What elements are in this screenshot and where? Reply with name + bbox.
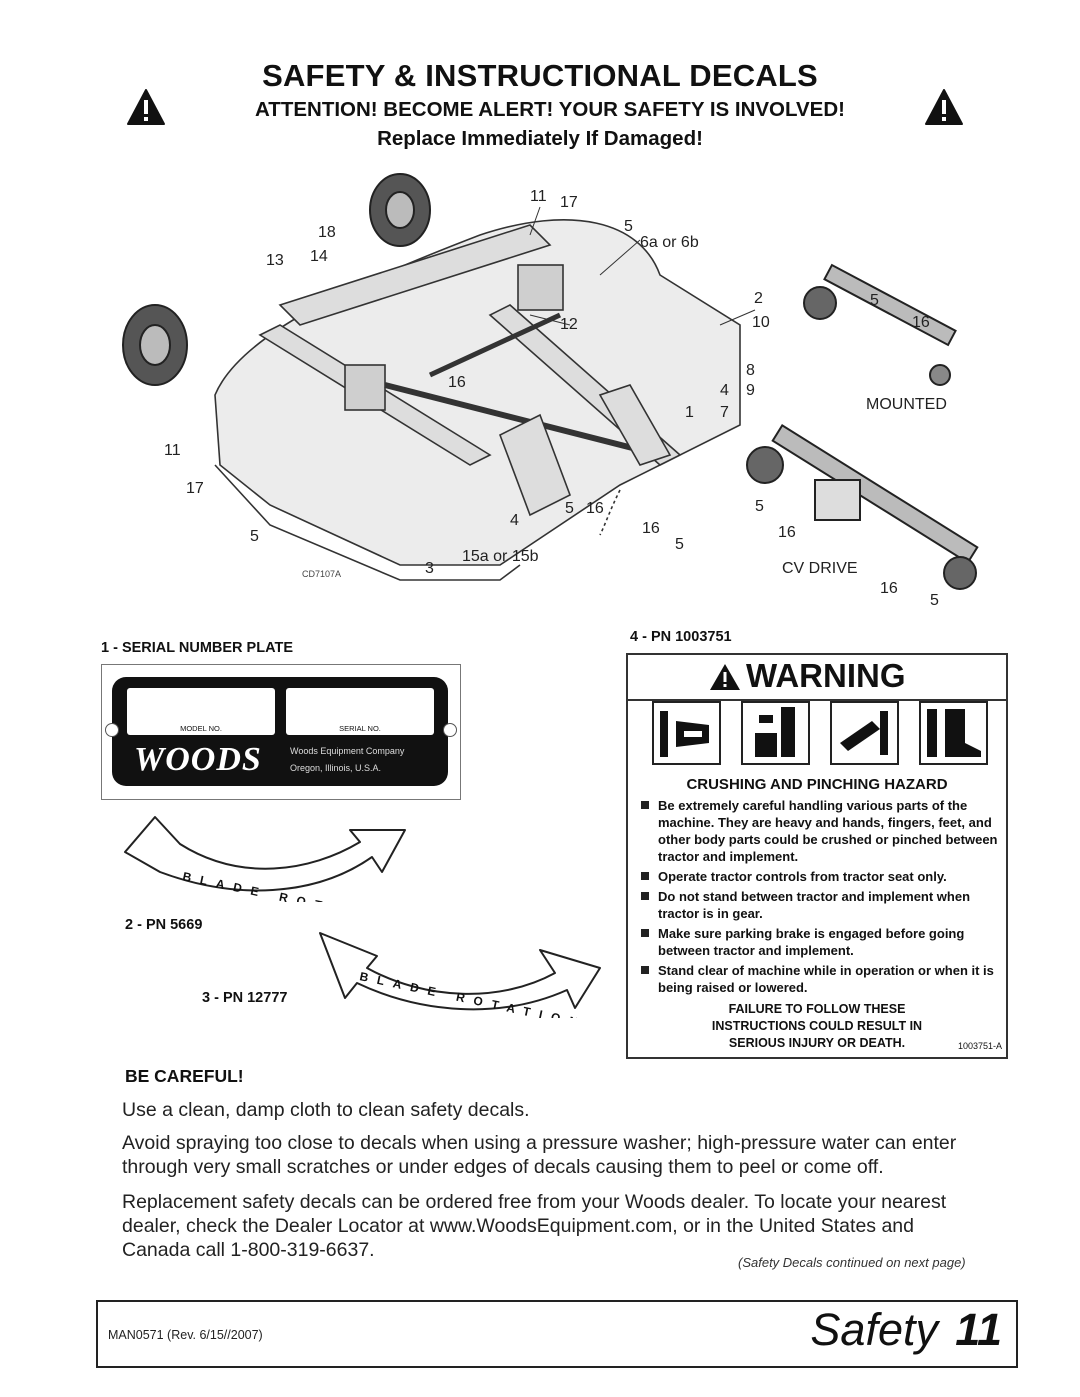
callout-8: 8 xyxy=(746,362,755,379)
callout-10: 10 xyxy=(752,314,770,331)
callout-5: 5 xyxy=(930,592,939,609)
decal1-heading: 1 - SERIAL NUMBER PLATE xyxy=(101,640,294,656)
callout-1: 1 xyxy=(685,404,694,421)
warning-title: WARNING xyxy=(746,657,906,694)
callout-16: 16 xyxy=(448,374,466,391)
model-no-label: MODEL NO. xyxy=(180,724,222,733)
callout-16: 16 xyxy=(912,314,930,331)
callout-7: 7 xyxy=(720,404,729,421)
callout-5: 5 xyxy=(755,498,764,515)
mower-diagram: 11 17 5 6a or 6b 18 13 14 2 10 12 8 4 9 … xyxy=(122,173,979,609)
callout-16: 16 xyxy=(880,580,898,597)
hazard-bullet-list: Be extremely careful handling various pa… xyxy=(638,797,998,999)
figure-code: CD7107A xyxy=(302,569,341,579)
replace-subtitle: Replace Immediately If Damaged! xyxy=(377,127,703,150)
mount-hole xyxy=(443,723,457,737)
care-paragraph-2: Avoid spraying too close to decals when … xyxy=(122,1132,957,1178)
page-footer: MAN0571 (Rev. 6/15//2007) Safety 11 xyxy=(96,1300,1018,1368)
hazard-bullet: Be extremely careful handling various pa… xyxy=(638,797,998,865)
callout-2: 2 xyxy=(754,290,763,307)
plate-body: MODEL NO. SERIAL NO. WOODS Woods Equipme… xyxy=(112,677,448,786)
foot-crush-pictogram-icon xyxy=(919,701,988,765)
callout-16: 16 xyxy=(778,524,796,541)
callout-5: 5 xyxy=(624,218,633,235)
callout-4: 4 xyxy=(720,382,729,399)
callout-18: 18 xyxy=(318,224,336,241)
callout-4: 4 xyxy=(510,512,519,529)
section-name: Safety xyxy=(810,1304,938,1355)
callout-11: 11 xyxy=(530,188,547,205)
callout-5: 5 xyxy=(565,500,574,517)
callout-16: 16 xyxy=(642,520,660,537)
boot-crush-pictogram-icon xyxy=(741,701,810,765)
warning-triangle-icon xyxy=(710,664,740,690)
blade-rotation-decal-3: BLADE ROTATION xyxy=(319,932,601,1018)
callout-15a-15b: 15a or 15b xyxy=(462,548,539,565)
woods-logo: WOODS xyxy=(134,741,262,778)
callout-12: 12 xyxy=(560,316,578,333)
decal3-heading: 3 - PN 12777 xyxy=(202,990,288,1006)
serial-no-box: SERIAL NO. xyxy=(286,688,434,735)
callout-5: 5 xyxy=(870,292,879,309)
hazard-bullet: Operate tractor controls from tractor se… xyxy=(638,868,998,885)
hand-pinch-pictogram-icon xyxy=(830,701,899,765)
hazard-bullet: Stand clear of machine while in operatio… xyxy=(638,962,998,996)
mounted-label: MOUNTED xyxy=(866,396,947,413)
continued-note: (Safety Decals continued on next page) xyxy=(738,1255,966,1270)
care-paragraph-3: Replacement safety decals can be ordered… xyxy=(122,1191,947,1261)
company-name: Woods Equipment Company xyxy=(290,746,405,756)
warning-banner: WARNING xyxy=(628,655,1006,701)
manual-revision: MAN0571 (Rev. 6/15//2007) xyxy=(108,1328,263,1342)
decal-code: 1003751-A xyxy=(957,1041,1002,1051)
page-title: SAFETY & INSTRUCTIONAL DECALS xyxy=(262,58,818,93)
hand-crush-pictogram-icon xyxy=(652,701,721,765)
callout-11: 11 xyxy=(164,442,181,459)
failure-line: SERIOUS INJURY OR DEATH. xyxy=(728,1036,906,1050)
callout-3: 3 xyxy=(425,560,434,577)
mount-hole xyxy=(105,723,119,737)
callout-14: 14 xyxy=(310,248,328,265)
warning-decal: WARNING CRUSHING AND PINCHING HAZARD Be … xyxy=(626,653,1008,1059)
hazard-bullet: Do not stand between tractor and impleme… xyxy=(638,888,998,922)
callout-13: 13 xyxy=(266,252,284,269)
callout-5: 5 xyxy=(250,528,259,545)
blade-rotation-decal-2: BLADE ROTATION xyxy=(124,816,410,902)
warning-triangle-icon xyxy=(925,89,963,125)
decal4-heading: 4 - PN 1003751 xyxy=(630,629,732,645)
hazard-title: CRUSHING AND PINCHING HAZARD xyxy=(686,776,948,793)
hazard-bullet: Make sure parking brake is engaged befor… xyxy=(638,925,998,959)
callout-16: 16 xyxy=(586,500,604,517)
page-number: 11 xyxy=(955,1304,1002,1355)
failure-line: FAILURE TO FOLLOW THESE xyxy=(728,1002,906,1016)
callout-17: 17 xyxy=(186,480,204,497)
callout-5: 5 xyxy=(675,536,684,553)
care-paragraph-1: Use a clean, damp cloth to clean safety … xyxy=(122,1099,530,1121)
warning-triangle-icon xyxy=(127,89,165,125)
cv-drive-label: CV DRIVE xyxy=(782,560,858,577)
serial-number-plate: MODEL NO. SERIAL NO. WOODS Woods Equipme… xyxy=(101,664,461,800)
callout-6a-6b: 6a or 6b xyxy=(640,234,699,251)
failure-line: INSTRUCTIONS COULD RESULT IN xyxy=(711,1019,923,1033)
callout-17: 17 xyxy=(560,194,578,211)
decal2-heading: 2 - PN 5669 xyxy=(125,917,203,933)
attention-line: ATTENTION! BECOME ALERT! YOUR SAFETY IS … xyxy=(255,98,845,121)
serial-no-label: SERIAL NO. xyxy=(339,724,381,733)
company-location: Oregon, Illinois, U.S.A. xyxy=(290,763,382,773)
model-no-box: MODEL NO. xyxy=(127,688,275,735)
failure-statement: FAILURE TO FOLLOW THESE INSTRUCTIONS COU… xyxy=(628,1001,1006,1052)
callout-9: 9 xyxy=(746,382,755,399)
be-careful-heading: BE CAREFUL! xyxy=(125,1066,244,1086)
